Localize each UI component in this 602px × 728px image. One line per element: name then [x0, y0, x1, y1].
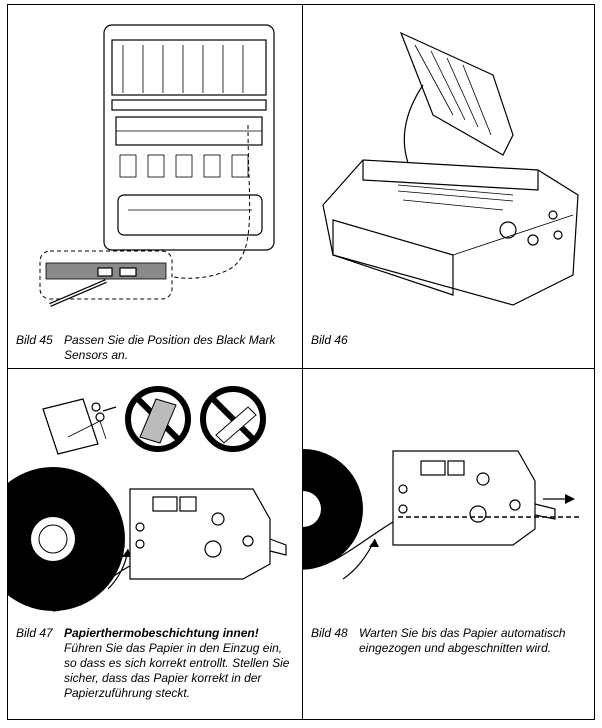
- cell-bild48: Bild 48 Warten Sie bis das Papier automa…: [303, 369, 596, 721]
- paper-feed-cut-illustration: [303, 449, 581, 580]
- printer-top-view-illustration: [39, 24, 275, 307]
- figure-number: Bild 45: [16, 333, 53, 347]
- cell-bild45: Bild 45 Passen Sie die Position des Blac…: [8, 5, 302, 368]
- caption-body: Papierthermobeschichtung innen! Führen S…: [64, 626, 292, 701]
- cell-bild47: Bild 47 Papierthermobeschichtung innen! …: [8, 369, 302, 721]
- figure-number: Bild 48: [311, 626, 348, 640]
- caption-warning: Papierthermobeschichtung innen!: [64, 626, 259, 640]
- grid-divider-vertical: [302, 5, 303, 719]
- figure-grid: Bild 45 Passen Sie die Position des Blac…: [7, 4, 595, 720]
- caption-text: Warten Sie bis das Papier automatisch ei…: [359, 626, 566, 655]
- paper-roll-insert-illustration: [8, 386, 287, 612]
- figure-number: Bild 46: [311, 333, 348, 347]
- caption-text: Passen Sie die Position des Black Mark S…: [64, 333, 276, 362]
- printer-open-lid-illustration: [322, 31, 579, 306]
- grid-divider-horizontal: [8, 368, 594, 369]
- caption-text: Führen Sie das Papier in den Einzug ein,…: [64, 641, 290, 700]
- cell-bild46: Bild 46: [303, 5, 596, 368]
- figure-number: Bild 47: [16, 626, 53, 640]
